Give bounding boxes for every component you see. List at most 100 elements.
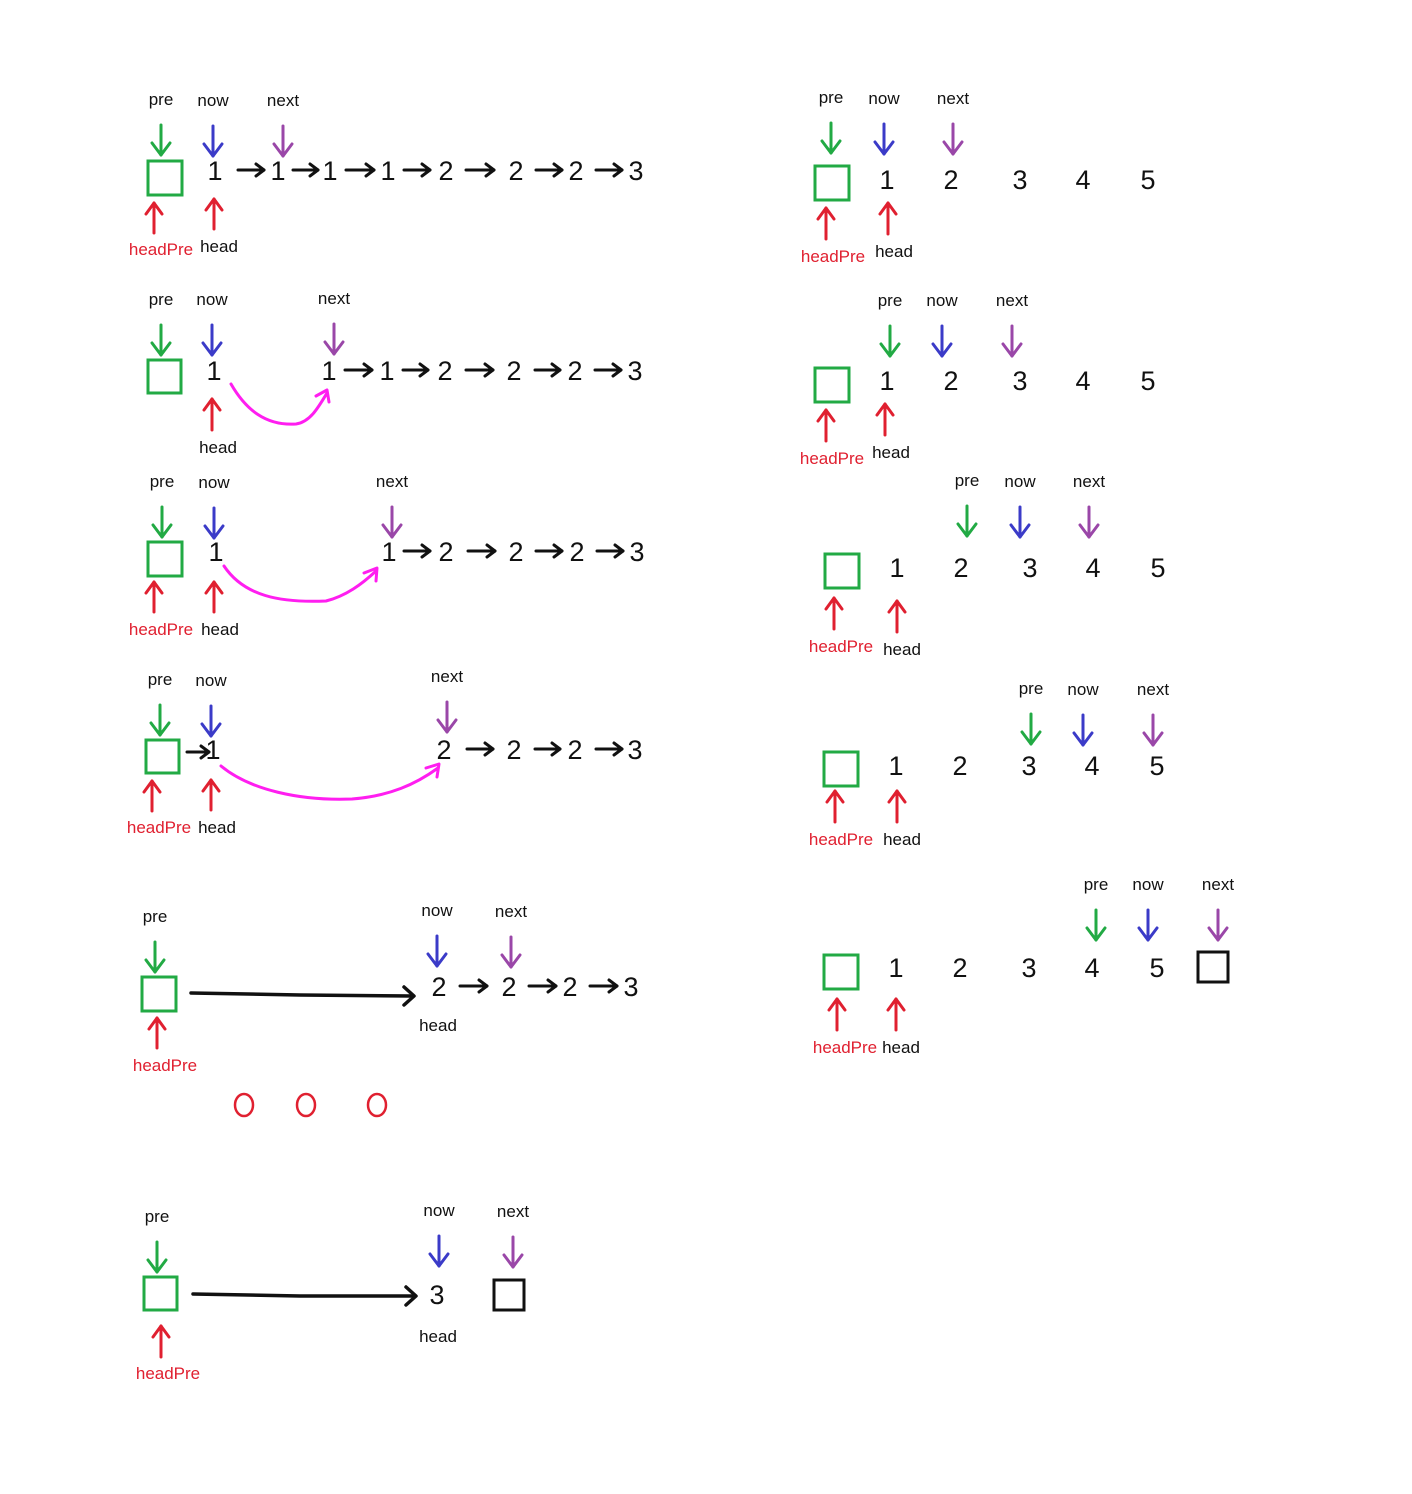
node-value-l1-3: 1: [380, 156, 395, 186]
headPre-arrow-icon-l5-head: [147, 1016, 167, 1031]
next-arrow-icon-l6: [502, 1235, 524, 1269]
head-arrow-icon-r3-head: [887, 599, 907, 614]
link-arrow-icon-l2-4: [593, 362, 623, 378]
skip-curve-l4: [219, 764, 440, 801]
pre-arrow-icon-l2: [150, 323, 172, 357]
pre-arrow-icon-l2-head: [150, 341, 172, 357]
node-value-r1-2: 3: [1012, 165, 1027, 195]
node-value-l3-4: 2: [569, 537, 584, 567]
link-arrow-icon-l5-1: [527, 978, 558, 994]
headPre-label-r2: headPre: [800, 449, 864, 468]
link-arrow-icon-l3-2-head: [552, 543, 564, 559]
node-value-r2-3: 4: [1075, 366, 1090, 396]
head-arrow-icon-r5: [886, 997, 906, 1032]
head-label-l4: head: [198, 818, 236, 837]
headPre-arrow-icon-r1-head: [816, 206, 836, 221]
head-label-l1: head: [200, 237, 238, 256]
headPre-arrow-icon-l6-head: [151, 1324, 171, 1339]
headPre-label-r5: headPre: [813, 1038, 877, 1057]
node-value-l1-1: 1: [270, 156, 285, 186]
node-value-l5-3: 3: [623, 972, 638, 1002]
head-label-r4: head: [883, 830, 921, 849]
next-label-l2: next: [318, 289, 350, 308]
node-value-r2-2: 3: [1012, 366, 1027, 396]
head-arrow-icon-r5-head: [886, 997, 906, 1012]
link-arrow-icon-l4-2-head: [612, 741, 624, 757]
node-value-r4-2: 3: [1021, 751, 1036, 781]
now-arrow-icon-r5-head: [1137, 926, 1159, 942]
headPre-arrow-icon-r5-head: [827, 997, 847, 1012]
link-arrow-icon-l2-1: [401, 362, 430, 378]
head-label-r1: head: [875, 242, 913, 261]
head-label-r3: head: [883, 640, 921, 659]
next-label-r4: next: [1137, 680, 1169, 699]
pre-arrow-icon-r2: [879, 324, 901, 358]
link-arrow-icon-l2-3-head: [550, 362, 562, 378]
pre-label-l4: pre: [148, 670, 173, 689]
link-arrow-icon-l3-0-head: [420, 543, 432, 559]
link-arrow-icon-l5-1-head: [546, 978, 558, 994]
now-arrow-icon-l1: [202, 124, 224, 158]
node-value-l1-7: 3: [628, 156, 643, 186]
link-arrow-icon-l5-0-head: [477, 978, 489, 994]
long-link-l6: [191, 1292, 416, 1298]
headPre-arrow-icon-r3: [824, 596, 844, 631]
now-arrow-icon-l6: [428, 1234, 450, 1268]
node-value-l5-0: 2: [431, 972, 446, 1002]
node-value-l2-2: 1: [379, 356, 394, 386]
node-value-r3-2: 3: [1022, 553, 1037, 583]
head-label-r2: head: [872, 443, 910, 462]
next-label-l1: next: [267, 91, 299, 110]
now-label-r3: now: [1004, 472, 1036, 491]
node-value-r3-1: 2: [953, 553, 968, 583]
now-arrow-icon-l2-head: [201, 341, 223, 357]
link-arrow-icon-l3-1-head: [485, 543, 497, 559]
node-value-l3-2: 2: [438, 537, 453, 567]
head-arrow-icon-l3: [204, 580, 224, 614]
next-arrow-icon-l3: [381, 505, 403, 539]
headPre-label-r4: headPre: [809, 830, 873, 849]
next-arrow-icon-l1-head: [272, 142, 294, 158]
node-value-r2-0: 1: [879, 366, 894, 396]
next-arrow-icon-l5-head: [500, 953, 522, 969]
node-value-l6-0: 3: [429, 1280, 444, 1310]
dummy-node-box-l2: [146, 358, 183, 395]
link-arrow-icon-l1-1-head: [308, 162, 320, 178]
pre-label-l1: pre: [149, 90, 174, 109]
pre-arrow-icon-l1-head: [150, 141, 172, 157]
headPre-arrow-icon-r2-head: [816, 408, 836, 423]
link-arrow-icon-l1-4-head: [484, 162, 496, 178]
now-label-l3: now: [198, 473, 230, 492]
node-value-r1-4: 5: [1140, 165, 1155, 195]
head-label-l2: head: [199, 438, 237, 457]
link-arrow-icon-l1-0: [236, 162, 266, 178]
next-arrow-icon-r3-head: [1078, 523, 1100, 539]
node-value-r4-0: 1: [888, 751, 903, 781]
pre-arrow-icon-l5-head: [144, 958, 166, 974]
pre-arrow-icon-r3: [956, 504, 978, 538]
ellipsis-dot-1: [295, 1092, 317, 1118]
node-value-r5-1: 2: [952, 953, 967, 983]
head-arrow-icon-r1-head: [878, 201, 898, 216]
next-arrow-icon-r4: [1142, 713, 1164, 747]
now-arrow-icon-r4: [1072, 713, 1094, 747]
pre-arrow-icon-l3-head: [151, 523, 173, 539]
headPre-label-l1: headPre: [129, 240, 193, 259]
head-label-l3: head: [201, 620, 239, 639]
pre-label-r5: pre: [1084, 875, 1109, 894]
headPre-arrow-icon-r1: [816, 206, 836, 241]
next-arrow-icon-r1-head: [942, 140, 964, 156]
headPre-label-l5: headPre: [133, 1056, 197, 1075]
link-arrow-icon-l4-0: [465, 741, 495, 757]
now-arrow-icon-l6-head: [428, 1252, 450, 1268]
node-value-r5-3: 4: [1084, 953, 1099, 983]
headPre-arrow-icon-r5: [827, 997, 847, 1032]
now-arrow-icon-l1-head: [202, 142, 224, 158]
now-arrow-icon-l4: [200, 704, 222, 738]
node-value-r1-3: 4: [1075, 165, 1090, 195]
pre-arrow-icon-r3-head: [956, 522, 978, 538]
headPre-arrow-icon-r3-head: [824, 596, 844, 611]
node-value-r3-3: 4: [1085, 553, 1100, 583]
head-arrow-icon-r2: [875, 402, 895, 437]
headPre-arrow-icon-r4-head: [825, 789, 845, 804]
